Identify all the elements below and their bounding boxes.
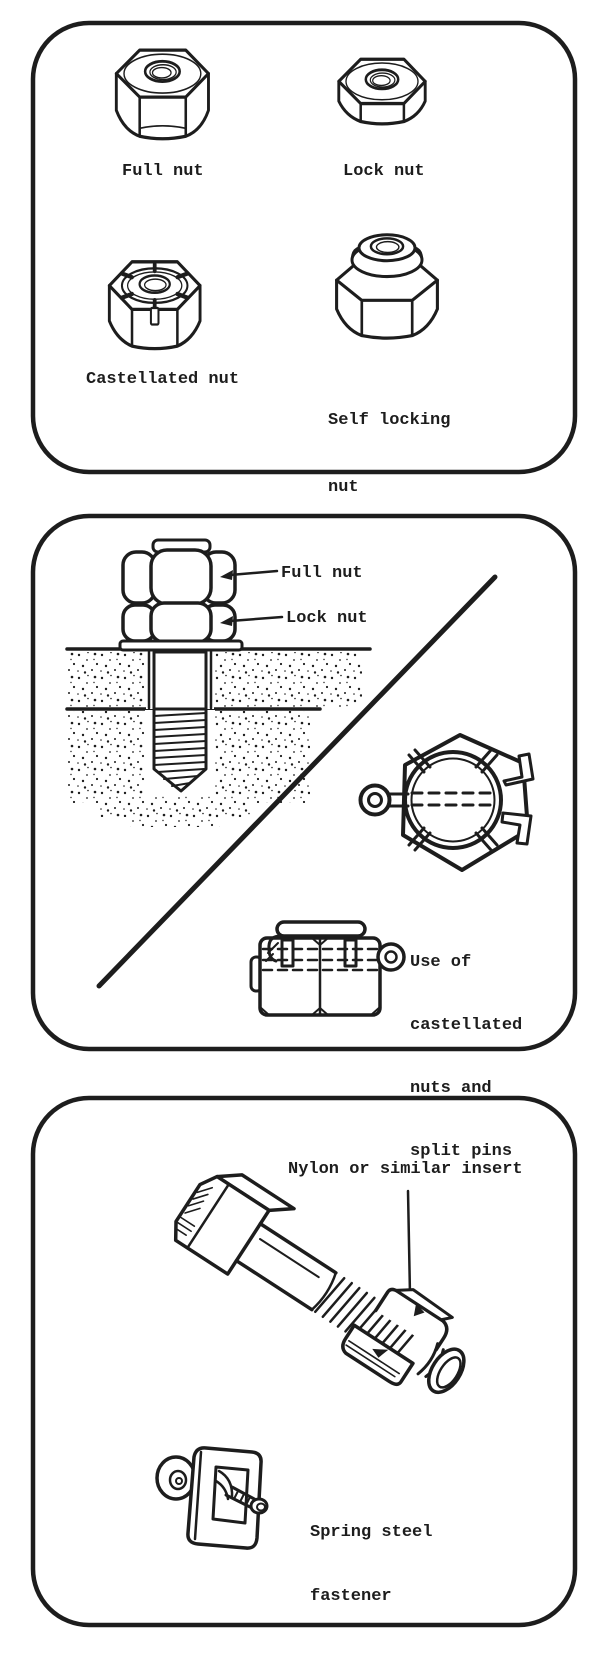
castellated-nut-side-view — [249, 920, 406, 1017]
plate-cutout — [211, 1465, 250, 1525]
castellated-nut-icon — [107, 260, 202, 351]
stud-assembly-drawing — [65, 538, 372, 827]
lock-nut-icon — [337, 57, 427, 126]
bolt-with-nylon-insert-drawing — [173, 1173, 466, 1395]
full-nut-icon — [114, 48, 210, 141]
panel-border — [30, 513, 578, 1052]
label-lock-nut: Lock nut — [286, 609, 368, 628]
panel-self-locking: Nylon or similar insert Spring steel fas… — [30, 1095, 578, 1628]
nut-types-illustration — [30, 20, 578, 475]
label-nylon-insert: Nylon or similar insert — [288, 1160, 523, 1179]
full-nut-front-view — [121, 548, 237, 606]
split-pin-over-top — [275, 920, 367, 938]
split-pin-prong-lower — [500, 811, 533, 846]
panel-border — [30, 20, 578, 475]
leader-lines — [220, 569, 284, 626]
label-full-nut: Full nut — [281, 564, 363, 583]
caption-spring-steel-fastener: Spring steel fastener — [310, 1523, 433, 1606]
castellation-slots — [407, 748, 499, 852]
label-self-locking-nut: Self locking nut — [328, 411, 451, 497]
hidden-pin-dashes-side — [261, 947, 380, 972]
bolt-end — [426, 1347, 466, 1395]
split-pin-eye — [358, 783, 392, 817]
head-hatching — [174, 1186, 214, 1236]
lock-nut-front-view — [121, 601, 237, 644]
washer — [118, 639, 244, 652]
insert-marker-upper — [413, 1303, 425, 1317]
stud-thread-ticks — [233, 1490, 251, 1506]
nut-usage-illustration — [30, 513, 578, 1052]
split-pin-prong-upper — [502, 752, 535, 787]
split-pin-eye-side — [376, 942, 406, 972]
label-lock-nut: Lock nut — [343, 162, 425, 181]
self-locking-nut-icon — [335, 233, 439, 340]
spring-steel-fastener-drawing — [155, 1446, 269, 1550]
panel-border — [30, 1095, 578, 1628]
stud-threads — [153, 712, 207, 787]
caption-castellated-use: Use of castellated nuts and split pins — [410, 953, 523, 1161]
panel-nut-usage: Full nut Lock nut Use of castellated nut… — [30, 513, 578, 1161]
insert-marker-lower — [372, 1348, 389, 1358]
self-locking-illustration — [30, 1095, 578, 1628]
hidden-pin-dashes — [410, 791, 494, 807]
label-full-nut: Full nut — [122, 162, 204, 181]
label-castellated-nut: Castellated nut — [86, 370, 240, 389]
diagonal-divider — [96, 574, 498, 989]
panel-nut-types: Full nut Lock nut Castellated nut Self l… — [30, 20, 578, 497]
castellated-nut-top-view — [358, 733, 535, 872]
